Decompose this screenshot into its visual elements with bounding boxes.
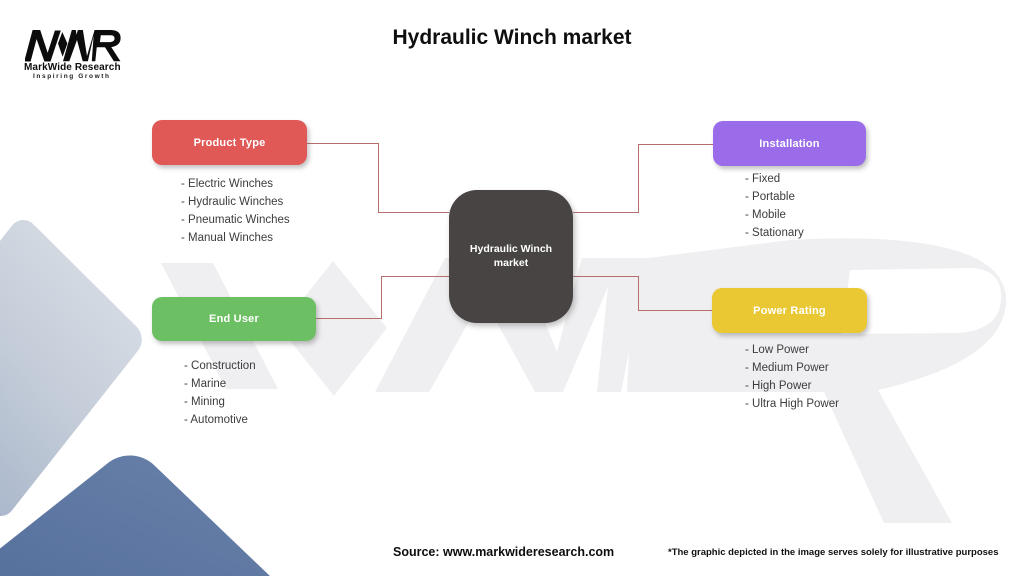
connector-product-type-h1 (306, 143, 378, 144)
page-title: Hydraulic Winch market (392, 26, 632, 49)
list-item: Construction (184, 357, 256, 375)
list-item: Low Power (745, 341, 839, 359)
node-end-user-label: End User (209, 313, 259, 325)
connector-end-user-h2 (381, 276, 449, 277)
connector-installation-h1 (573, 212, 639, 213)
mwr-logo-icon (25, 30, 121, 62)
center-node: Hydraulic Winch market (449, 190, 573, 323)
list-item: Electric Winches (181, 175, 290, 193)
connector-power-rating-v (638, 276, 639, 311)
list-item: Hydraulic Winches (181, 193, 290, 211)
list-item: Ultra High Power (745, 395, 839, 413)
list-item: Stationary (745, 224, 804, 242)
list-item: Portable (745, 188, 804, 206)
node-power-rating: Power Rating (712, 288, 867, 333)
node-product-type-label: Product Type (193, 136, 266, 149)
node-product-type: Product Type (152, 120, 307, 165)
node-installation-label: Installation (759, 137, 820, 150)
list-item: Mobile (745, 206, 804, 224)
connector-product-type-v (378, 143, 379, 213)
list-item: High Power (745, 377, 839, 395)
source-text: Source: www.markwideresearch.com (393, 545, 615, 559)
node-installation: Installation (713, 121, 866, 166)
list-item: Automotive (184, 411, 256, 429)
list-item: Medium Power (745, 359, 839, 377)
center-node-label: Hydraulic Winch market (469, 243, 553, 269)
node-end-user: End User (152, 297, 316, 341)
connector-end-user-v (381, 276, 382, 319)
list-product-type: Electric WinchesHydraulic WinchesPneumat… (181, 175, 290, 247)
node-power-rating-label: Power Rating (753, 304, 826, 317)
list-item: Marine (184, 375, 256, 393)
list-item: Manual Winches (181, 229, 290, 247)
list-item: Fixed (745, 170, 804, 188)
logo-brand-text: MarkWide Research (24, 62, 121, 73)
list-item: Pneumatic Winches (181, 211, 290, 229)
list-end-user: ConstructionMarineMiningAutomotive (184, 357, 256, 429)
connector-end-user-h1 (316, 318, 382, 319)
connector-product-type-h2 (378, 212, 449, 213)
list-power-rating: Low PowerMedium PowerHigh PowerUltra Hig… (745, 341, 839, 413)
disclaimer-text: *The graphic depicted in the image serve… (668, 547, 999, 558)
list-item: Mining (184, 393, 256, 411)
connector-power-rating-h2 (638, 310, 712, 311)
list-installation: FixedPortableMobileStationary (745, 170, 804, 242)
connector-power-rating-h1 (573, 276, 639, 277)
connector-installation-v (638, 144, 639, 213)
markwide-logo: MarkWide Research Inspiring Growth (24, 28, 144, 84)
logo-tagline-text: Inspiring Growth (33, 73, 111, 80)
connector-installation-h2 (638, 144, 713, 145)
